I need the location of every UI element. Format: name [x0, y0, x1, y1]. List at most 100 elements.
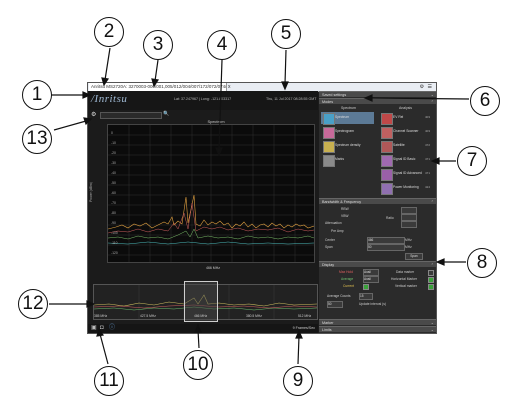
max-hold-mode-select[interactable]: Avail [363, 269, 379, 276]
current-trace-label: Current [343, 284, 354, 288]
display-label: Display [322, 263, 335, 267]
limits-header[interactable]: Limits ⌄ [319, 326, 436, 332]
callout-9: 9 [283, 366, 313, 396]
overview-label: 385 MHz [94, 314, 108, 318]
mode-signal-id-basic[interactable]: Signal ID Basic 471 [379, 154, 432, 167]
mode-ev-rel[interactable]: EV Rel 403 [379, 112, 432, 125]
mode-label: EV Rel [393, 115, 404, 119]
callout-11: 11 [94, 366, 124, 396]
spectrum-plot[interactable]: 0 -10 -20 -30 -40 -50 -60 -70 -80 -90 -1… [107, 124, 315, 263]
mode-label: Spectrum [335, 115, 350, 119]
horizontal-marker-label: Horizontal Marker [391, 277, 418, 281]
y-tick: -60 [111, 191, 116, 195]
x-center-frequency: 466 MHz [206, 266, 221, 270]
saved-settings-label: Saved settings [322, 93, 347, 97]
spectrogram-mode-icon [323, 127, 335, 139]
overview-label: 427.5 MHz [140, 314, 156, 318]
callout-6: 6 [470, 86, 500, 116]
update-interval-label: Update interval (s) [359, 302, 386, 306]
callout-13: 13 [22, 124, 52, 154]
span-unit: MHz [405, 245, 412, 249]
saved-settings-header[interactable]: Saved settings ⌄ [319, 91, 436, 97]
horizontal-marker-checkbox[interactable] [428, 277, 434, 283]
attenuation-auto-toggle[interactable] [401, 221, 417, 228]
overview-span-handle[interactable] [184, 281, 218, 322]
power-monitoring-mode-icon [381, 183, 393, 195]
y-tick: -30 [111, 161, 116, 165]
update-interval-input[interactable]: 50 [327, 301, 343, 308]
current-trace-checkbox[interactable] [363, 284, 369, 290]
overview-label: 512 MHz [298, 314, 312, 318]
settings-gear-icon[interactable]: ⚙ [91, 112, 97, 118]
mode-badge: 403 [424, 115, 430, 119]
date-time: Thu, 11 Jul 2017 08:28:55 GMT [266, 97, 317, 101]
mode-label: Marks [335, 157, 344, 161]
browser-tab[interactable]: Anritsu MS2720A: 3270003-000/001,005/012… [89, 83, 227, 91]
spectrum-mode-icon [323, 113, 335, 125]
chevron-up-icon: ⌃ [430, 100, 434, 104]
max-hold-trace-label: Max Hold [339, 270, 353, 274]
callout-7: 7 [457, 146, 487, 176]
vertical-marker-label: Vertical marker [395, 284, 417, 288]
mode-badge: 472 [424, 143, 430, 147]
span-button[interactable]: Span [405, 253, 423, 260]
mode-spectrum-density[interactable]: Spectrum density [321, 140, 374, 153]
marks-mode-icon [323, 155, 335, 167]
vbw-auto-toggle[interactable] [401, 214, 417, 221]
mode-label: Satellite [393, 143, 405, 147]
mode-channel-scanner[interactable]: Channel Scanner 403 [379, 126, 432, 139]
callout-3: 3 [143, 30, 173, 60]
y-tick: -110 [111, 241, 118, 245]
mode-label: Signal ID Advanced [393, 171, 422, 175]
callout-1: 1 [22, 80, 52, 110]
chevron-down-icon: ⌄ [430, 328, 434, 332]
display-header[interactable]: Display ⌃ [319, 261, 436, 267]
mode-badge: 424 [424, 185, 430, 189]
mode-spectrogram[interactable]: Spectrogram [321, 126, 374, 139]
average-counts-input[interactable]: 15 [359, 293, 373, 300]
callout-10: 10 [183, 350, 213, 380]
data-marker-checkbox[interactable] [428, 270, 434, 276]
marker-header[interactable]: Marker ⌄ [319, 319, 436, 325]
density-mode-icon [323, 141, 335, 153]
mode-satellite[interactable]: Satellite 472 [379, 140, 432, 153]
frame-rate: 9 Frames/Sec [292, 326, 315, 330]
window-menu-icon[interactable]: ⚙ ☰ [419, 84, 433, 90]
callout-8: 8 [467, 248, 497, 278]
vertical-marker-checkbox[interactable] [428, 284, 434, 290]
save-icon[interactable]: ▣ [91, 325, 97, 331]
mode-label: Channel Scanner [393, 129, 419, 133]
callout-5: 5 [271, 19, 301, 49]
mode-signal-id-advanced[interactable]: Signal ID Advanced 471 [379, 168, 432, 181]
tab-close-icon[interactable]: x [228, 84, 231, 90]
control-panel: Saved settings ⌄ Modes ⌃ Spectrum Analys… [319, 91, 436, 333]
chevron-down-icon: ⌄ [430, 93, 434, 97]
mode-marks[interactable]: Marks [321, 154, 374, 167]
channel-scanner-mode-icon [381, 127, 393, 139]
camera-icon[interactable]: ◘ [100, 325, 104, 331]
y-tick: -10 [111, 141, 116, 145]
vbw-label: VBW [341, 214, 349, 218]
average-mode-select[interactable]: Avail [363, 276, 379, 283]
rbw-auto-toggle[interactable] [401, 207, 417, 214]
signal-id-advanced-mode-icon [381, 169, 393, 181]
y-tick: -50 [111, 181, 116, 185]
signal-id-basic-mode-icon [381, 155, 393, 167]
mode-spectrum[interactable]: Spectrum [321, 112, 374, 125]
zoom-icon[interactable]: 🔍 [163, 111, 170, 117]
mode-power-monitoring[interactable]: Power Monitoring 424 [379, 182, 432, 195]
center-input[interactable]: 466 [367, 237, 405, 244]
bandwidth-header[interactable]: Bandwidth & Frequency ⌃ [319, 198, 436, 204]
measurement-select[interactable] [100, 112, 162, 119]
chevron-up-icon: ⌃ [430, 263, 434, 267]
attenuation-label: Attenuation [325, 221, 342, 225]
modes-header[interactable]: Modes ⌃ [319, 98, 436, 104]
spectrum-traces [107, 125, 315, 262]
span-input[interactable]: 50 [367, 244, 405, 251]
average-trace-label: Average [341, 277, 354, 281]
y-tick: -70 [111, 201, 116, 205]
center-unit: MHz [405, 238, 412, 242]
info-icon[interactable]: ⓘ [109, 325, 116, 331]
app-header [88, 91, 318, 110]
span-label: Span [325, 245, 333, 249]
